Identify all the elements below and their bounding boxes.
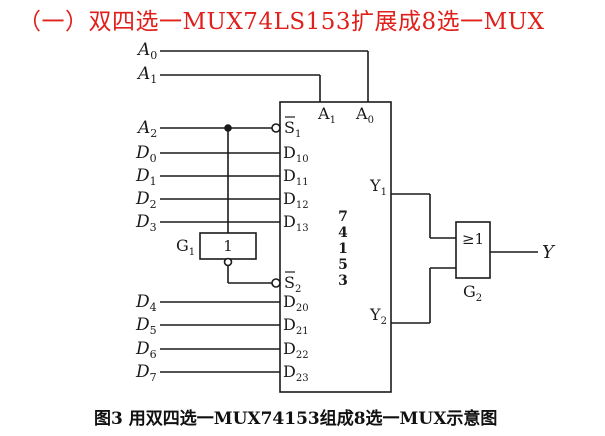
wire-y1	[391, 193, 456, 239]
wire-y2	[391, 267, 456, 324]
chip-pin-y1: Y1	[369, 176, 387, 198]
chip-digit: 7	[338, 209, 348, 225]
label-d6: D6	[135, 339, 157, 361]
label-a0: A0	[136, 40, 157, 62]
chip-digit: 4	[338, 225, 348, 241]
label-a2: A2	[136, 118, 157, 140]
chip-pin-d12: D12	[283, 189, 309, 211]
label-d4: D4	[135, 292, 157, 314]
s1-inversion-bubble	[271, 123, 281, 133]
chip-pin-d22: D22	[283, 339, 309, 361]
data-input-wires	[160, 152, 280, 373]
g2-symbol: ≥1	[462, 230, 484, 248]
page-title: （一）双四选一MUX74LS153扩展成8选一MUX	[18, 9, 545, 35]
chip-pin-d11: D11	[283, 166, 309, 188]
wire-a2	[160, 124, 272, 233]
chip-digit: 1	[338, 241, 348, 257]
label-d3: D3	[135, 212, 157, 234]
chip-pin-s1: S1	[284, 118, 301, 140]
label-a1: A1	[136, 64, 157, 86]
chip-part-number: 7 4 1 5 3	[338, 209, 348, 289]
label-g2: G2	[463, 282, 482, 304]
chip-pin-d13: D13	[283, 212, 309, 234]
chip-pin-d10: D10	[283, 143, 309, 165]
wire-a0	[160, 50, 369, 102]
chip-pin-s2: S2	[284, 273, 301, 295]
g1-symbol: 1	[223, 237, 233, 255]
s2-inversion-bubble	[271, 278, 281, 288]
chip-pin-d21: D21	[283, 315, 309, 337]
g1-inversion-bubble	[223, 257, 233, 267]
chip-pin-a1: A1	[317, 104, 336, 126]
label-d7: D7	[135, 362, 157, 384]
chip-pin-d20: D20	[283, 292, 309, 314]
g2-or-gate-box	[455, 221, 491, 279]
chip-digit: 3	[338, 273, 348, 289]
figure-caption: 图3 用双四选一MUX74153组成8选一MUX示意图	[94, 409, 498, 429]
chip-74153	[279, 101, 392, 393]
label-d2: D2	[135, 189, 157, 211]
g1-inverter-box	[199, 232, 257, 260]
chip-pin-y2: Y2	[369, 305, 387, 327]
label-g1: G1	[176, 236, 195, 258]
chip-digit: 5	[338, 257, 348, 273]
label-output-y: Y	[542, 242, 556, 263]
chip-pin-d23: D23	[283, 362, 309, 384]
label-d1: D1	[135, 166, 157, 188]
label-d0: D0	[135, 143, 157, 165]
wire-g1-to-s2	[227, 266, 272, 284]
wire-a1	[160, 74, 321, 102]
chip-pin-a0: A0	[355, 104, 374, 126]
label-d5: D5	[135, 315, 157, 337]
